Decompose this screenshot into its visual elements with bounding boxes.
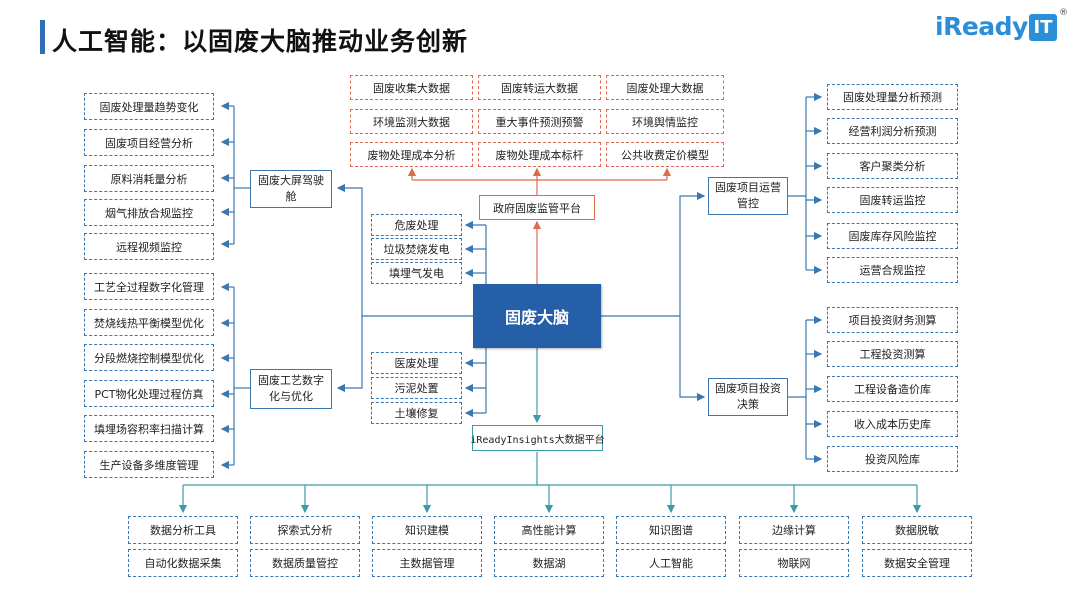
right-top-item: 客户聚类分析 bbox=[827, 153, 958, 179]
center-lower-item: 医废处理 bbox=[371, 352, 462, 374]
bigdata-platform-node: iReadyInsights大数据平台 bbox=[470, 425, 605, 451]
right-bottom-node: 固废项目投资决策 bbox=[708, 378, 788, 416]
center-lower-item: 污泥处置 bbox=[371, 377, 462, 399]
right-top-item: 固废转运监控 bbox=[827, 187, 958, 213]
center-upper-item: 填埋气发电 bbox=[371, 262, 462, 284]
left-top-item: 烟气排放合规监控 bbox=[84, 199, 214, 226]
right-top-item: 固废库存风险监控 bbox=[827, 223, 958, 249]
center-lower-item: 土壤修复 bbox=[371, 402, 462, 424]
center-upper-item: 危废处理 bbox=[371, 214, 462, 236]
right-bottom-item: 工程投资测算 bbox=[827, 341, 958, 367]
title-accent-bar bbox=[40, 20, 45, 54]
right-bottom-item: 工程设备造价库 bbox=[827, 376, 958, 402]
logo-badge: IT bbox=[1029, 14, 1057, 41]
left-bottom-item: PCT物化处理过程仿真 bbox=[84, 380, 214, 407]
right-bottom-item: 投资风险库 bbox=[827, 446, 958, 472]
left-top-item: 固废处理量趋势变化 bbox=[84, 93, 214, 120]
top-data-box: 固废转运大数据 bbox=[478, 75, 601, 100]
left-top-item: 原料消耗量分析 bbox=[84, 165, 214, 192]
right-top-item: 固废处理量分析预测 bbox=[827, 84, 958, 110]
right-top-item: 经营利润分析预测 bbox=[827, 118, 958, 144]
left-bottom-node: 固废工艺数字化与优化 bbox=[250, 369, 332, 409]
gov-platform-node: 政府固废监管平台 bbox=[479, 195, 595, 220]
bottom-capability-box: 数据湖 bbox=[494, 549, 604, 577]
hub-node: 固废大脑 bbox=[473, 284, 601, 348]
bottom-capability-box: 数据质量管控 bbox=[250, 549, 360, 577]
right-top-item: 运营合规监控 bbox=[827, 257, 958, 283]
top-data-box: 环境监测大数据 bbox=[350, 109, 473, 134]
bottom-capability-box: 数据分析工具 bbox=[128, 516, 238, 544]
left-top-item: 固废项目经营分析 bbox=[84, 129, 214, 156]
top-data-box: 重大事件预测预警 bbox=[478, 109, 601, 134]
left-top-node: 固废大屏驾驶舱 bbox=[250, 170, 332, 208]
bottom-capability-box: 探索式分析 bbox=[250, 516, 360, 544]
top-data-box: 固废收集大数据 bbox=[350, 75, 473, 100]
logo-text: iReady bbox=[935, 12, 1028, 41]
bottom-capability-box: 自动化数据采集 bbox=[128, 549, 238, 577]
top-data-box: 公共收费定价模型 bbox=[606, 142, 724, 167]
left-bottom-item: 填埋场容积率扫描计算 bbox=[84, 415, 214, 442]
left-top-item: 远程视频监控 bbox=[84, 233, 214, 260]
registered-mark: ® bbox=[1059, 8, 1068, 18]
bottom-capability-box: 知识图谱 bbox=[616, 516, 726, 544]
bottom-capability-box: 数据安全管理 bbox=[862, 549, 972, 577]
bottom-capability-box: 主数据管理 bbox=[372, 549, 482, 577]
right-top-node: 固废项目运营管控 bbox=[708, 177, 788, 215]
bottom-capability-box: 物联网 bbox=[739, 549, 849, 577]
bottom-capability-box: 人工智能 bbox=[616, 549, 726, 577]
bottom-capability-box: 数据脱敏 bbox=[862, 516, 972, 544]
top-data-box: 固废处理大数据 bbox=[606, 75, 724, 100]
center-upper-item: 垃圾焚烧发电 bbox=[371, 238, 462, 260]
left-bottom-item: 生产设备多维度管理 bbox=[84, 451, 214, 478]
brand-logo: iReady IT ® bbox=[935, 8, 1068, 46]
left-bottom-item: 工艺全过程数字化管理 bbox=[84, 273, 214, 300]
bottom-capability-box: 高性能计算 bbox=[494, 516, 604, 544]
left-bottom-item: 焚烧线热平衡模型优化 bbox=[84, 309, 214, 336]
top-data-box: 废物处理成本分析 bbox=[350, 142, 473, 167]
top-data-box: 环境舆情监控 bbox=[606, 109, 724, 134]
right-bottom-item: 项目投资财务测算 bbox=[827, 307, 958, 333]
page-title: 人工智能：以固废大脑推动业务创新 bbox=[52, 27, 469, 56]
left-bottom-item: 分段燃烧控制模型优化 bbox=[84, 344, 214, 371]
bottom-capability-box: 知识建模 bbox=[372, 516, 482, 544]
bottom-capability-box: 边缘计算 bbox=[739, 516, 849, 544]
right-bottom-item: 收入成本历史库 bbox=[827, 411, 958, 437]
top-data-box: 废物处理成本标杆 bbox=[478, 142, 601, 167]
